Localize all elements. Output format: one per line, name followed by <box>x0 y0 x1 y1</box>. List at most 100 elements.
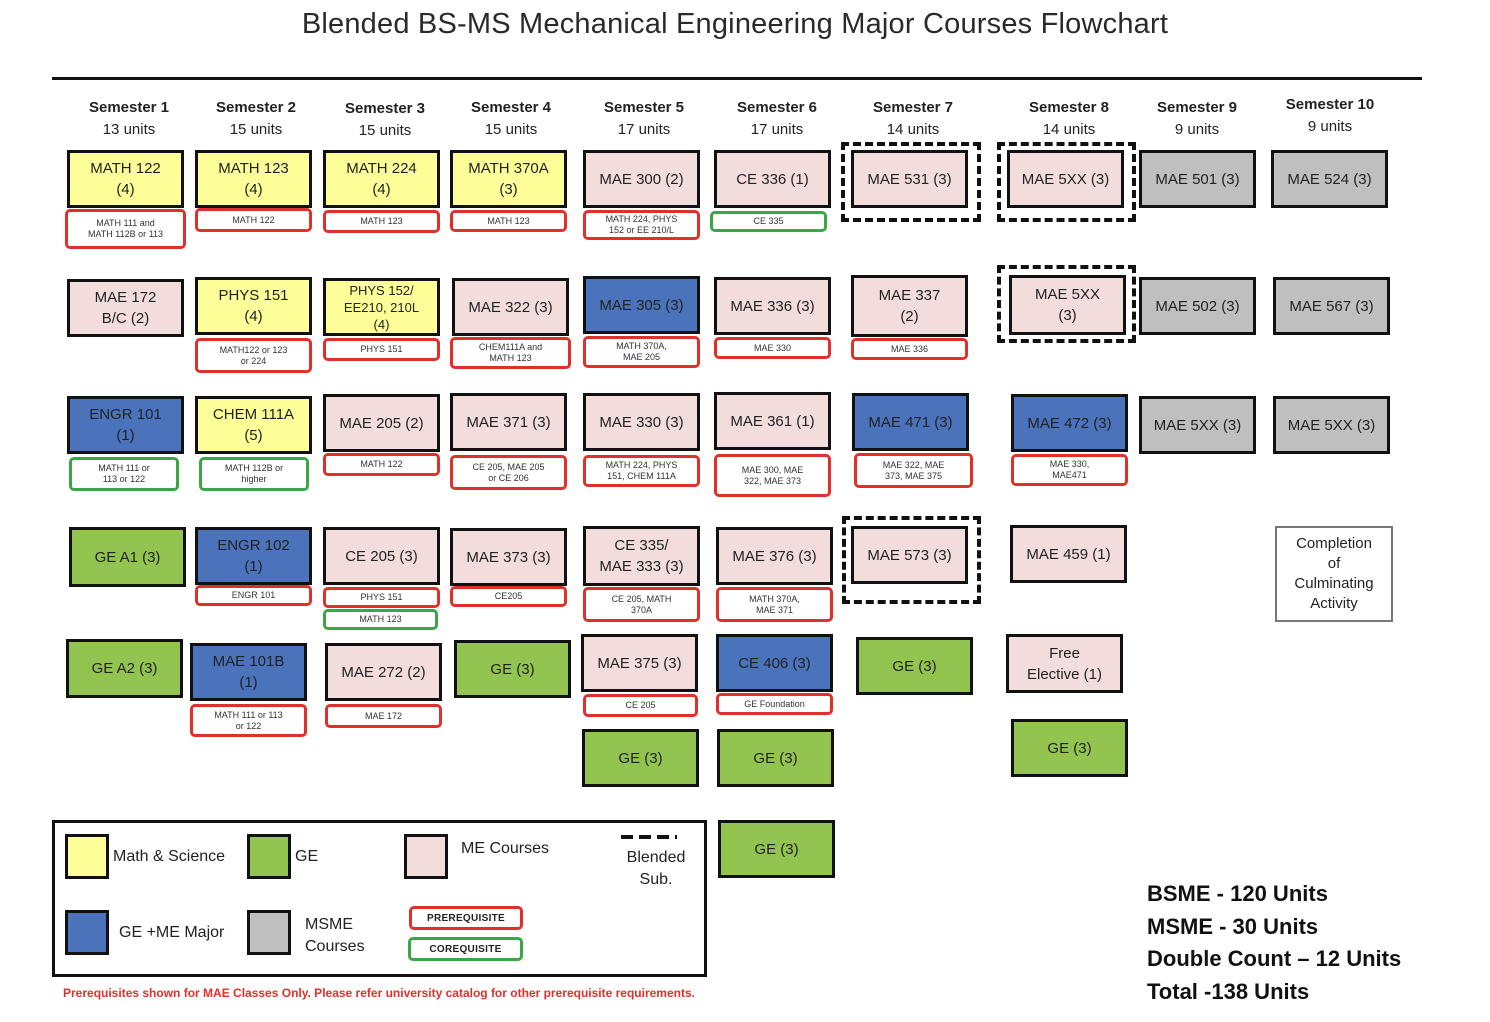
course-box: Free Elective (1) <box>1006 634 1123 693</box>
course-box: CE 205 (3) <box>323 527 440 585</box>
semester-name: Semester 7 <box>872 99 954 116</box>
prerequisite-tag: MAE 300, MAE 322, MAE 373 <box>714 454 831 497</box>
semester-header-7: Semester 7 14 units <box>853 97 973 141</box>
course-box: CE 406 (3) <box>716 634 833 692</box>
legend-swatch-msme <box>247 910 291 955</box>
prerequisite-tag: PHYS 151 <box>323 587 440 608</box>
course-box: MAE 501 (3) <box>1139 150 1256 208</box>
course-box: MAE 5XX (3) <box>1139 396 1256 454</box>
legend-swatch-ge <box>247 834 291 879</box>
course-box: MAE 205 (2) <box>323 394 440 452</box>
semester-units: 13 units <box>102 121 156 138</box>
total-line: MSME - 30 Units <box>1147 913 1319 939</box>
legend: Math & Science GE ME Courses Blended Sub… <box>52 820 707 977</box>
course-box: MAE 361 (1) <box>714 392 831 450</box>
legend-label: GE <box>295 848 319 865</box>
legend-label: Blended Sub. <box>626 849 686 888</box>
course-box: MAE 336 (3) <box>714 277 831 335</box>
prerequisite-tag: MAE 336 <box>851 338 968 360</box>
legend-label: GE +ME Major <box>119 924 225 941</box>
semester-units: 14 units <box>1042 121 1096 138</box>
blended-dash-sample <box>621 835 677 839</box>
legend-corequisite-sample: COREQUISITE <box>408 937 523 961</box>
prerequisite-tag: MATH 123 <box>323 210 440 233</box>
prerequisite-tag: CE205 <box>450 586 567 607</box>
semester-units: 17 units <box>617 121 671 138</box>
prerequisite-tag: PHYS 151 <box>323 338 440 361</box>
course-box: PHYS 152/ EE210, 210L (4) <box>323 278 440 336</box>
prerequisite-tag: MAE 172 <box>325 704 442 728</box>
semester-name: Semester 2 <box>215 99 297 116</box>
course-box: MAE 567 (3) <box>1273 277 1390 335</box>
course-box: CE 335/ MAE 333 (3) <box>583 526 700 586</box>
total-line: BSME - 120 Units <box>1147 881 1328 906</box>
prerequisite-tag: CHEM111A and MATH 123 <box>450 337 571 369</box>
course-box: GE A2 (3) <box>66 639 183 698</box>
corequisite-tag: CE 335 <box>710 211 827 232</box>
semester-units: 14 units <box>886 121 940 138</box>
course-box: MATH 123 (4) <box>195 150 312 208</box>
prerequisite-tag: MATH 122 <box>195 208 312 232</box>
semester-name: Semester 6 <box>736 99 818 116</box>
semester-units: 9 units <box>1174 121 1220 138</box>
semester-name: Semester 8 <box>1028 99 1110 116</box>
course-box: GE (3) <box>582 729 699 787</box>
semester-units: 9 units <box>1307 118 1353 135</box>
legend-label: ME Courses <box>461 840 550 857</box>
prerequisite-tag: MAE 330 <box>714 337 831 359</box>
course-box: MAE 459 (1) <box>1010 525 1127 583</box>
course-box: GE (3) <box>454 640 571 698</box>
course-box: MAE 531 (3) <box>851 150 968 208</box>
course-box: MAE 502 (3) <box>1139 277 1256 335</box>
course-box: GE (3) <box>856 637 973 695</box>
course-box: MATH 224 (4) <box>323 150 440 208</box>
course-box: MAE 375 (3) <box>581 634 698 692</box>
blended-sub-outline <box>841 142 981 222</box>
semester-header-8: Semester 8 14 units <box>1009 97 1129 141</box>
legend-swatch-math-science <box>65 834 109 879</box>
total-line: Total -138 Units <box>1147 978 1310 1004</box>
prerequisite-tag: MATH 224, PHYS 152 or EE 210/L <box>583 210 700 240</box>
prerequisite-tag: MATH 370A, MAE 205 <box>583 336 700 368</box>
course-box: MAE 373 (3) <box>450 528 567 586</box>
blended-sub-outline <box>997 142 1136 222</box>
course-box: MAE 337 (2) <box>851 275 968 337</box>
semester-header-6: Semester 6 17 units <box>717 97 837 141</box>
semester-name: Semester 4 <box>470 99 552 116</box>
semester-units: 15 units <box>358 122 412 139</box>
course-box: MAE 172 B/C (2) <box>67 279 184 337</box>
corequisite-tag: MATH 111 or 113 or 122 <box>69 457 179 491</box>
course-box: ENGR 101 (1) <box>67 396 184 454</box>
course-box: MAE 5XX (3) <box>1007 150 1124 208</box>
unit-totals: BSME - 120 Units MSME - 30 Units Double … <box>1147 878 1401 1008</box>
course-box: GE (3) <box>1011 719 1128 777</box>
legend-label: Math & Science <box>113 848 226 865</box>
course-box: GE (3) <box>717 729 834 787</box>
course-box: CE 336 (1) <box>714 150 831 208</box>
culminating-activity-box: Completion of Culminating Activity <box>1275 526 1393 622</box>
semester-units: 15 units <box>229 121 283 138</box>
course-box: MAE 300 (2) <box>583 150 700 208</box>
course-box: MAE 330 (3) <box>583 393 700 451</box>
footnote: Prerequisites shown for MAE Classes Only… <box>63 986 695 1000</box>
prerequisite-tag: CE 205, MAE 205 or CE 206 <box>450 455 567 490</box>
prerequisite-tag: MATH 123 <box>450 210 567 232</box>
course-box: MAE 305 (3) <box>583 276 700 334</box>
semester-header-2: Semester 2 15 units <box>196 97 316 141</box>
course-box: MAE 524 (3) <box>1271 150 1388 208</box>
semester-units: 17 units <box>750 121 804 138</box>
prerequisite-tag: ENGR 101 <box>195 585 312 606</box>
corequisite-tag: MATH 123 <box>323 609 438 630</box>
legend-label: MSME Courses <box>305 916 365 955</box>
course-box: MATH 122 (4) <box>67 150 184 208</box>
blended-sub-outline <box>842 516 981 604</box>
prerequisite-tag: MATH 370A, MAE 371 <box>716 587 833 622</box>
prerequisite-tag: MATH 122 <box>323 453 440 476</box>
prerequisite-tag: MAE 322, MAE 373, MAE 375 <box>854 453 973 488</box>
prerequisite-tag: CE 205, MATH 370A <box>583 587 700 622</box>
title-divider <box>52 77 1422 80</box>
